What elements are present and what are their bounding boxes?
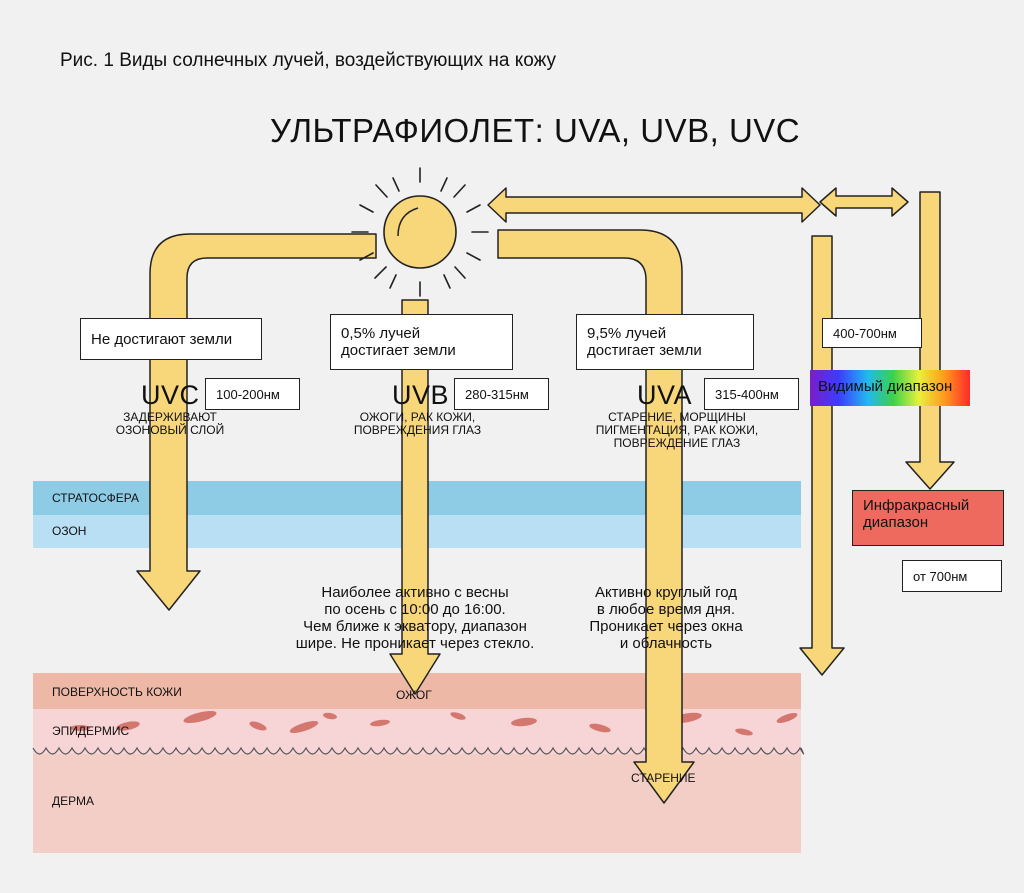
uva-reach-line2: достигает земли	[587, 342, 702, 359]
uva-note: Активно круглый год в любое время дня. П…	[566, 584, 766, 652]
uvc-effect: Задерживают озоновый слой	[95, 411, 245, 437]
uva-note-line2: в любое время дня.	[596, 601, 736, 618]
dermis-label: Дерма	[52, 794, 94, 808]
uvb-note-line2: по осень с 10:00 до 16:00.	[324, 601, 506, 618]
uva-note-line1: Активно круглый год	[594, 584, 738, 601]
spectrum-double-arrow-left	[487, 187, 821, 223]
uvb-effect: Ожоги, рак кожи, повреждения глаз	[335, 411, 500, 437]
uva-effect: Старение, морщины пигментация, рак кожи,…	[582, 411, 772, 450]
uvc-effect-line2: озоновый слой	[115, 423, 225, 437]
uva-note-line3: Проникает через окна	[589, 618, 743, 635]
uvb-name: UVB	[392, 380, 450, 410]
uvb-note-line3: Чем ближе к экватору, диапазон	[303, 618, 527, 635]
uvb-reach-box: 0,5% лучей достигает земли	[330, 314, 513, 370]
sun-highlight	[397, 207, 419, 237]
page-title: УЛЬТРАФИОЛЕТ: UVA, UVB, UVC	[270, 112, 801, 149]
infrared-arrow	[905, 191, 955, 490]
uvb-note-line4: шире. Не проникает через стекло.	[295, 635, 535, 652]
uva-effect-line1: Старение, морщины	[608, 410, 746, 424]
uvb-reach-line2: достигает земли	[341, 342, 456, 359]
uvc-range: 100-200нм	[216, 386, 280, 402]
uva-skin-effect: Старение	[631, 771, 696, 785]
infrared-range-box: от 700нм	[902, 560, 1002, 592]
uvb-note-line1: Наиболее активно с весны	[321, 584, 509, 601]
uvb-range-box: 280-315нм	[454, 378, 549, 410]
sun-icon	[351, 167, 489, 297]
uva-reach-box: 9,5% лучей достигает земли	[576, 314, 754, 370]
visible-label: Видимый диапазон	[818, 378, 953, 395]
uva-range: 315-400нм	[715, 386, 779, 402]
uvc-arrow	[136, 233, 377, 611]
uva-range-box: 315-400нм	[704, 378, 799, 410]
uva-effect-line2: пигментация, рак кожи,	[595, 423, 759, 437]
uvb-range: 280-315нм	[465, 386, 529, 402]
visible-range-box: 400-700нм	[822, 318, 922, 348]
uvc-reach-text: Не достигают земли	[91, 330, 233, 348]
uvb-effect-line2: повреждения глаз	[353, 423, 482, 437]
uvc-effect-line1: Задерживают	[123, 410, 217, 424]
uvc-name: UVC	[141, 380, 200, 410]
uvc-reach-box: Не достигают земли	[80, 318, 262, 360]
uva-effect-line3: повреждение глаз	[613, 436, 741, 450]
infrared-label-line1: Инфракрасный	[863, 497, 970, 514]
epidermis-label: Эпидермис	[52, 724, 130, 738]
visible-spectrum-bar	[810, 370, 970, 406]
epidermis-dermis-border	[32, 746, 805, 755]
uvc-range-box: 100-200нм	[205, 378, 300, 410]
uva-note-line4: и облачность	[619, 635, 713, 652]
infrared-range: от 700нм	[913, 568, 968, 584]
spectrum-double-arrow-right	[819, 187, 909, 217]
ozone-label: Озон	[52, 524, 87, 538]
uvb-note: Наиболее активно с весны по осень с 10:0…	[280, 584, 550, 652]
infrared-label-line2: диапазон	[863, 514, 929, 531]
uvb-effect-line1: Ожоги, рак кожи,	[359, 410, 476, 424]
figure-caption: Рис. 1 Виды солнечных лучей, воздействую…	[60, 50, 557, 71]
uva-name: UVA	[637, 380, 693, 410]
skin-surface-label: Поверхность кожи	[52, 685, 182, 699]
uva-arrow	[497, 229, 695, 804]
visible-arrow	[799, 235, 845, 676]
infrared-box: Инфракрасный диапазон	[852, 490, 1004, 546]
visible-range: 400-700нм	[833, 325, 897, 341]
stratosphere-label: Стратосфера	[52, 491, 139, 505]
uvb-skin-effect: Ожог	[396, 688, 432, 702]
uva-reach-line1: 9,5% лучей	[587, 325, 667, 342]
uvb-reach-line1: 0,5% лучей	[341, 325, 421, 342]
